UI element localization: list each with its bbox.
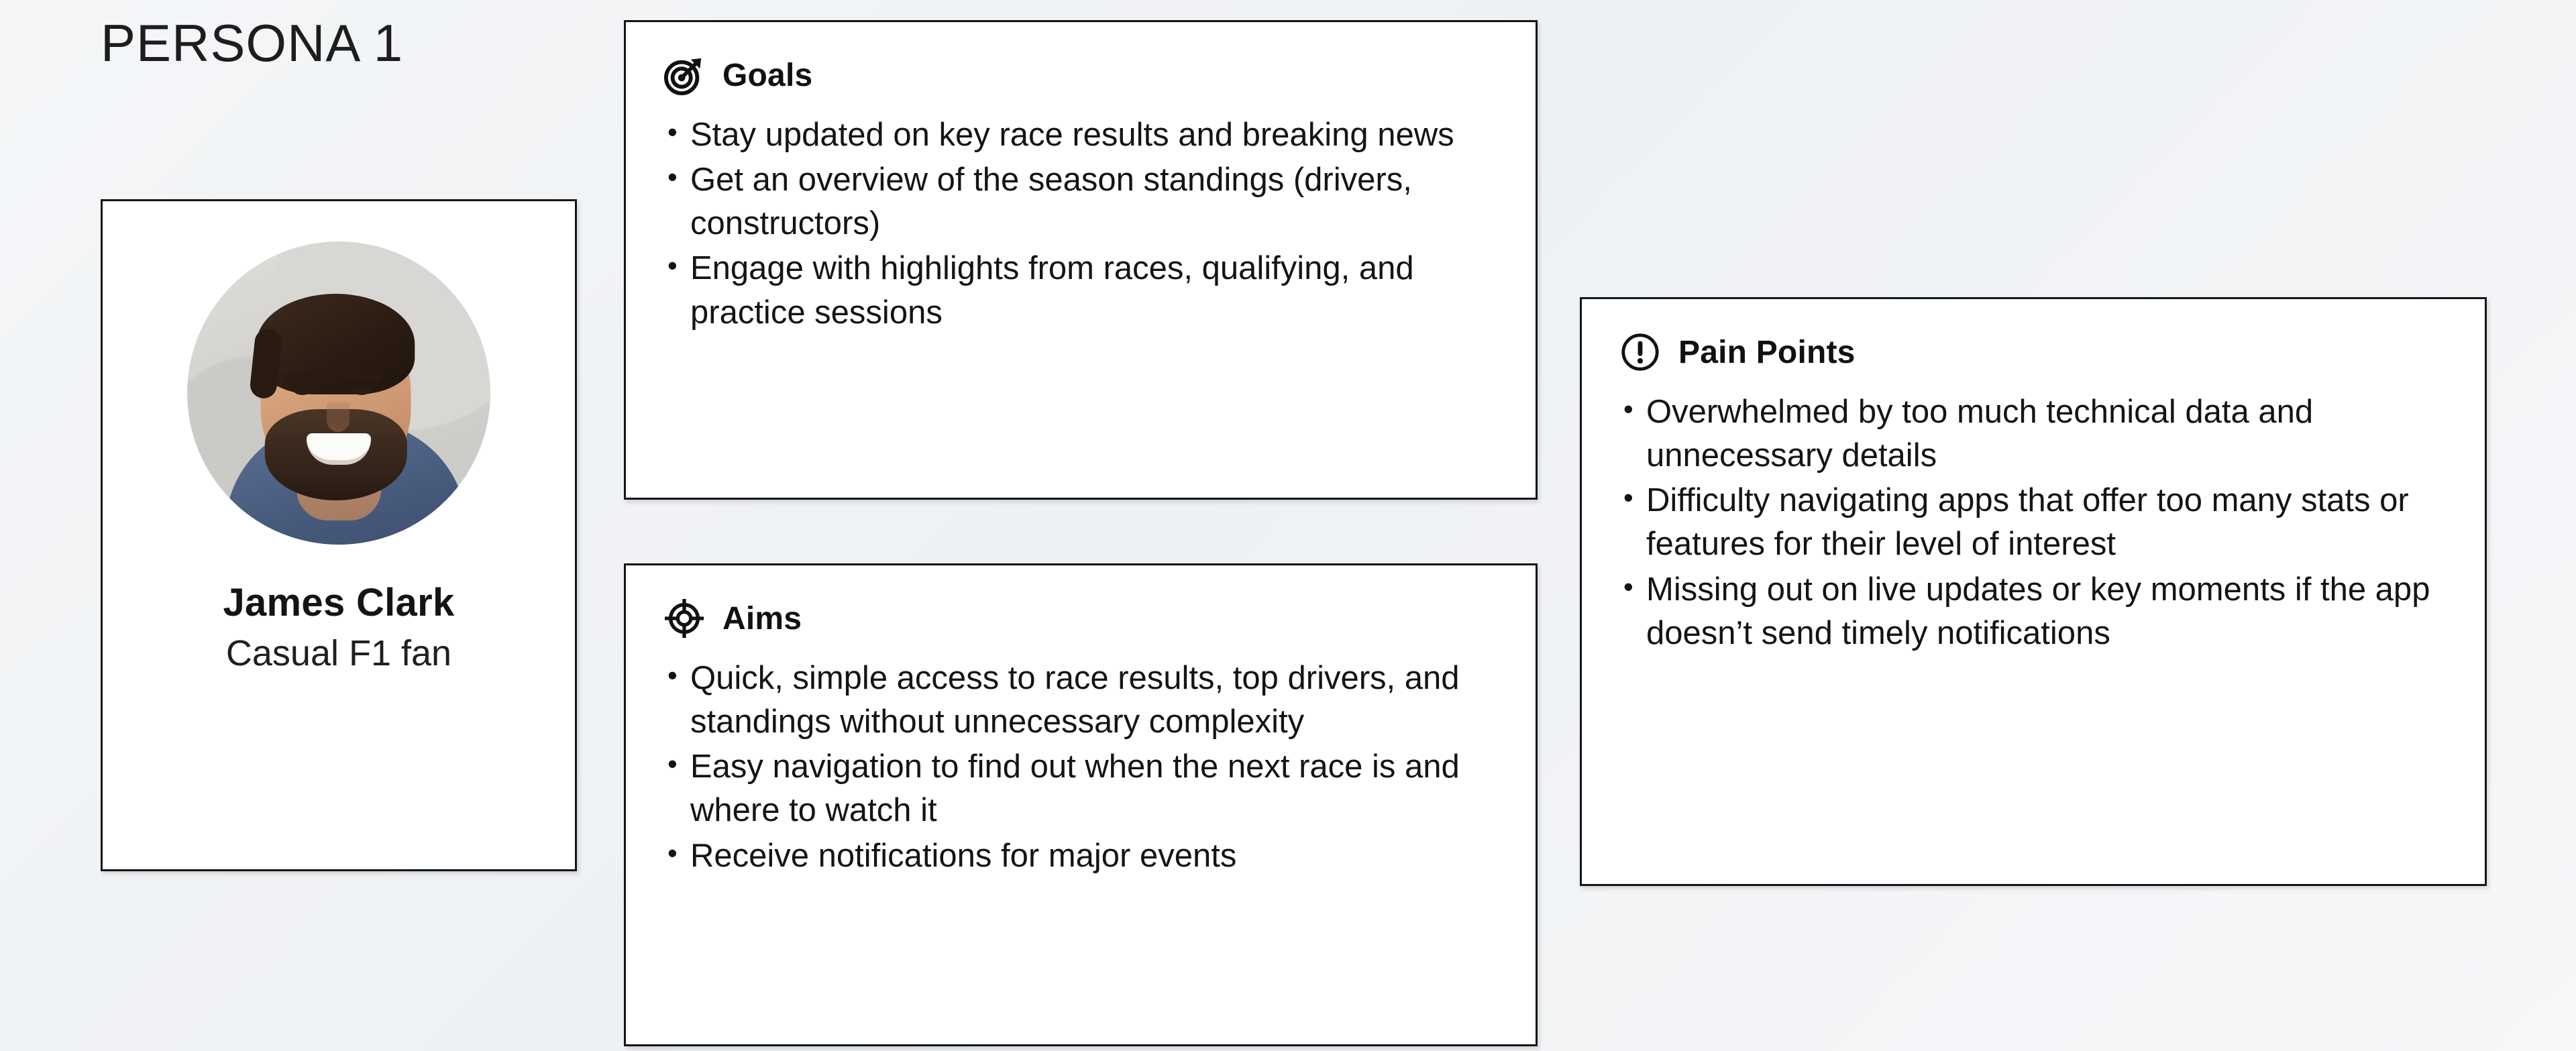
target-arrow-icon bbox=[663, 58, 702, 96]
list-item: Difficulty navigating apps that offer to… bbox=[1623, 478, 2454, 566]
aims-bullet-list: Quick, simple access to race results, to… bbox=[626, 655, 1536, 878]
pain-points-card-header: Pain Points bbox=[1582, 299, 2485, 373]
list-item: Overwhelmed by too much technical data a… bbox=[1623, 389, 2454, 478]
avatar bbox=[187, 241, 490, 545]
aims-card-header: Aims bbox=[626, 565, 1536, 639]
pain-points-bullet-list: Overwhelmed by too much technical data a… bbox=[1582, 389, 2485, 655]
pain-points-card: Pain Points Overwhelmed by too much tech… bbox=[1580, 297, 2487, 886]
persona-card: James Clark Casual F1 fan bbox=[101, 199, 577, 871]
avatar-eye-left bbox=[293, 385, 312, 395]
goals-card-header: Goals bbox=[626, 22, 1536, 96]
list-item: Missing out on live updates or key momen… bbox=[1623, 567, 2454, 655]
list-item: Stay updated on key race results and bre… bbox=[667, 112, 1505, 157]
aims-card-title: Aims bbox=[722, 600, 802, 637]
list-item: Quick, simple access to race results, to… bbox=[667, 655, 1505, 744]
page-title: PERSONA 1 bbox=[101, 13, 404, 72]
list-item: Easy navigation to find out when the nex… bbox=[667, 744, 1505, 832]
avatar-nose bbox=[327, 402, 350, 432]
goals-card: Goals Stay updated on key race results a… bbox=[624, 20, 1538, 500]
persona-role: Casual F1 fan bbox=[225, 632, 452, 673]
avatar-eye-right bbox=[352, 385, 371, 395]
crosshair-icon bbox=[664, 598, 704, 639]
persona-name: James Clark bbox=[223, 581, 455, 624]
goals-bullet-list: Stay updated on key race results and bre… bbox=[626, 112, 1536, 335]
list-item: Get an overview of the season standings … bbox=[667, 157, 1505, 245]
pain-points-card-title: Pain Points bbox=[1678, 334, 1856, 370]
list-item: Engage with highlights from races, quali… bbox=[667, 245, 1505, 334]
avatar-hair bbox=[256, 294, 415, 394]
list-item: Receive notifications for major events bbox=[667, 833, 1505, 878]
goals-card-title: Goals bbox=[722, 57, 813, 93]
aims-card: Aims Quick, simple access to race result… bbox=[624, 563, 1538, 1046]
exclamation-circle-icon bbox=[1621, 333, 1659, 371]
avatar-smile bbox=[307, 433, 371, 465]
